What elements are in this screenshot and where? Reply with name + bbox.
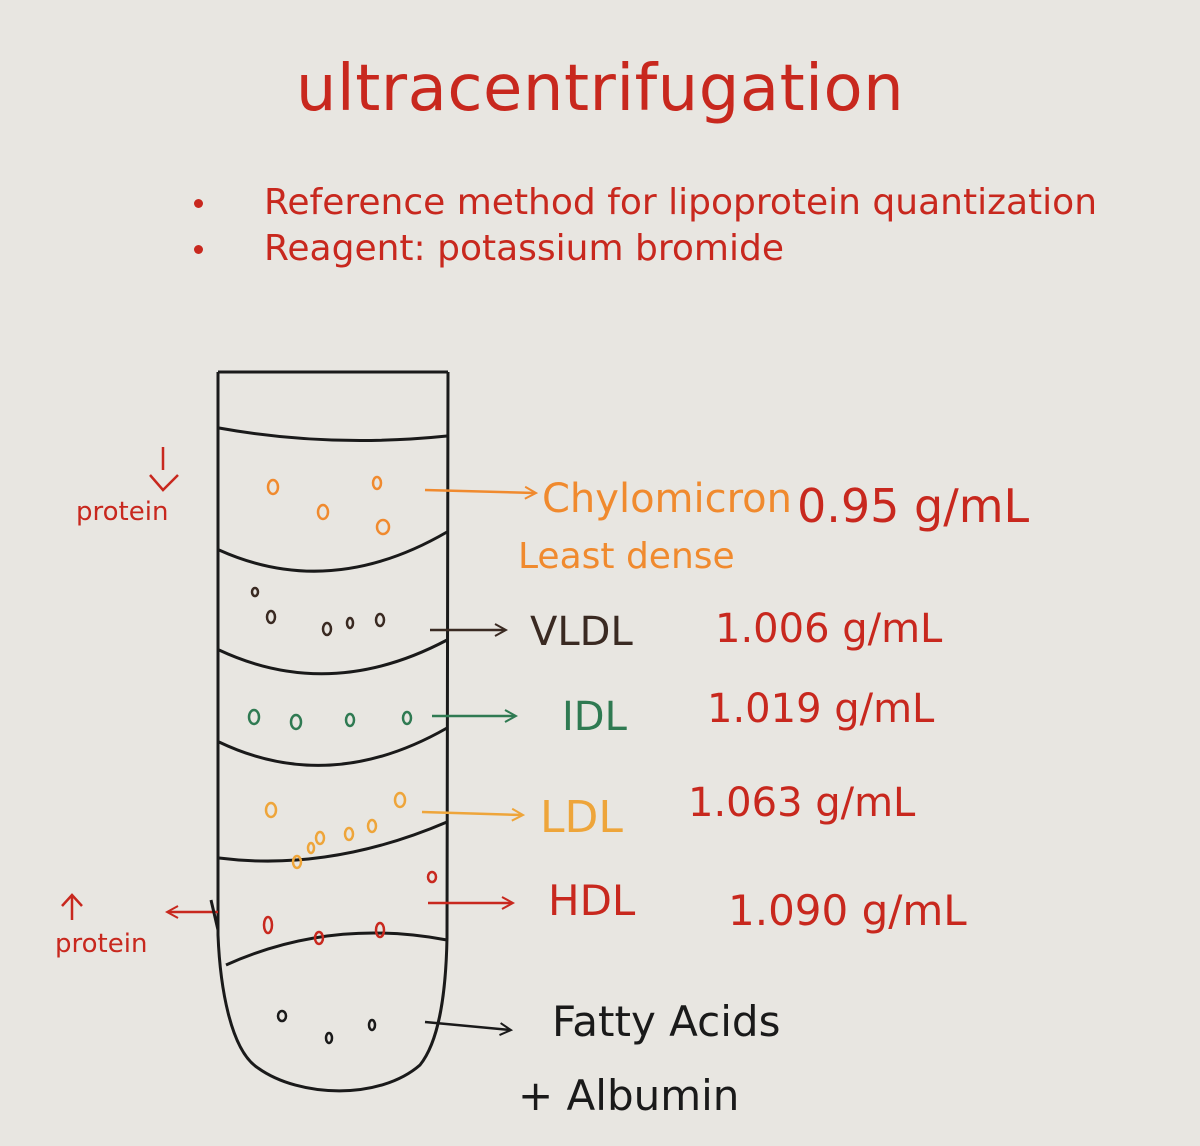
tube-tick-mark xyxy=(209,899,220,931)
vldl-label: VLDL xyxy=(530,609,633,655)
divider-hdl-fa xyxy=(225,931,448,967)
ldl-particles xyxy=(264,791,407,870)
hdl-label: HDL xyxy=(548,876,636,925)
bullet-dot-icon xyxy=(194,245,203,254)
top-protein-indicator xyxy=(149,447,179,492)
bullet-text: Reagent: potassium bromide xyxy=(264,228,784,269)
divider-chylo-vldl xyxy=(218,530,448,573)
ldl-arrow xyxy=(421,812,522,815)
bottom-protein-label: protein xyxy=(55,929,147,959)
ldl-label: LDL xyxy=(540,792,623,843)
albumin-label: + Albumin xyxy=(518,1071,739,1120)
vldl-particles xyxy=(250,586,386,637)
up-arrow-icon xyxy=(61,893,83,907)
bullet-item: Reagent: potassium bromide xyxy=(188,226,1097,272)
idl-density: 1.019 g/mL xyxy=(707,686,935,732)
divider-top xyxy=(218,426,448,442)
vldl-density: 1.006 g/mL xyxy=(715,606,943,652)
bullet-dot-icon xyxy=(194,199,203,208)
tube xyxy=(216,370,450,1093)
chylomicron-density: 0.95 g/mL xyxy=(797,479,1030,533)
layer-dividers xyxy=(218,426,448,967)
bullet-list: Reference method for lipoprotein quantiz… xyxy=(188,180,1097,272)
divider-idl-ldl xyxy=(218,726,448,767)
down-arrow-icon xyxy=(149,474,179,492)
fatty-acids-label: Fatty Acids xyxy=(552,997,780,1046)
bullet-text: Reference method for lipoprotein quantiz… xyxy=(264,182,1098,223)
ldl-density: 1.063 g/mL xyxy=(688,780,916,826)
fatty-acid-particles xyxy=(276,1009,377,1045)
idl-particles xyxy=(247,708,413,731)
page-title: ultracentrifugation xyxy=(295,52,905,126)
idl-label: IDL xyxy=(562,694,628,740)
bottom-protein-indicator xyxy=(61,893,83,920)
chylomicron-particles xyxy=(266,475,391,536)
tube-outline xyxy=(216,371,450,1093)
divider-vldl-idl xyxy=(218,638,448,676)
top-protein-label: protein xyxy=(76,497,168,527)
hdl-density: 1.090 g/mL xyxy=(728,886,967,935)
least-dense-note: Least dense xyxy=(518,536,735,577)
hdl-particles xyxy=(262,870,438,946)
fatty-acids-arrow xyxy=(424,1020,510,1030)
chylomicron-label: Chylomicron xyxy=(542,476,792,522)
chylomicron-arrow xyxy=(424,490,535,493)
layer-arrows xyxy=(168,490,535,1030)
bullet-item: Reference method for lipoprotein quantiz… xyxy=(188,180,1097,226)
divider-ldl-hdl xyxy=(218,820,448,863)
